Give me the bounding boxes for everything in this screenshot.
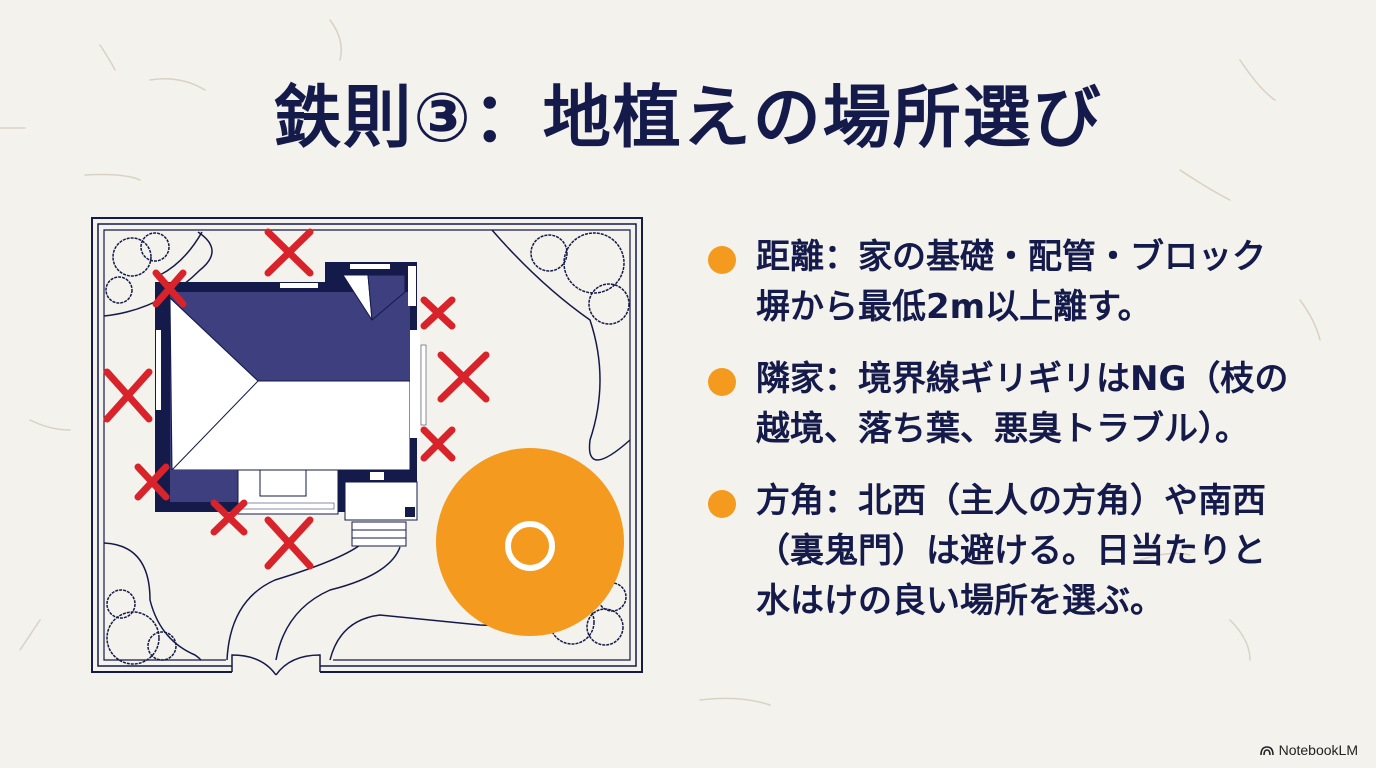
page-title: 鉄則③：地植えの場所選び	[273, 79, 1103, 158]
notebooklm-branding: NotebookLM	[1259, 742, 1358, 758]
notebooklm-logo-icon	[1259, 745, 1274, 755]
property-boundary	[91, 217, 643, 673]
site-plan-diagram	[91, 217, 643, 676]
bullet-text: 距離：家の基礎・配管・ブロック 塀から最低2m以上離す。	[756, 237, 1266, 327]
orange-dot-icon	[708, 246, 736, 274]
bullet-distance: 距離：家の基礎・配管・ブロック 塀から最低2m以上離す。	[706, 232, 1326, 332]
bullet-list: 距離：家の基礎・配管・ブロック 塀から最低2m以上離す。 隣家：境界線ギリギリは…	[706, 232, 1326, 648]
red-x-markers	[103, 228, 490, 570]
bullet-direction: 方角：北西（主人の方角）や南西 （裏鬼門）は避ける。日当たりと 水はけの良い場所…	[706, 476, 1326, 626]
recommended-planting-spot	[436, 448, 624, 636]
bullet-neighbor: 隣家：境界線ギリギリはNG（枝の 越境、落ち葉、悪臭トラブル）。	[706, 354, 1326, 454]
gate	[231, 654, 321, 676]
brand-label: NotebookLM	[1278, 742, 1358, 758]
orange-dot-icon	[708, 368, 736, 396]
bullet-text: 方角：北西（主人の方角）や南西 （裏鬼門）は避ける。日当たりと 水はけの良い場所…	[756, 481, 1266, 621]
orange-dot-icon	[708, 490, 736, 518]
house-roof-plan	[155, 262, 427, 547]
bullet-text: 隣家：境界線ギリギリはNG（枝の 越境、落ち葉、悪臭トラブル）。	[756, 359, 1289, 449]
